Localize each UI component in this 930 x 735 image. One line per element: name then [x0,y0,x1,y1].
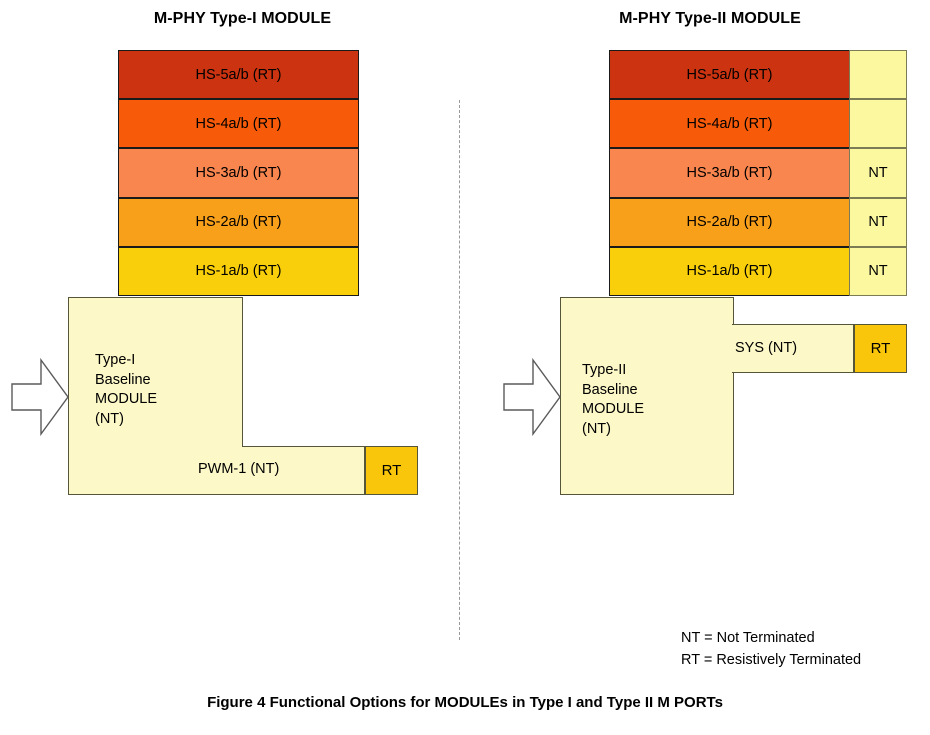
hs-row-label: HS-3a/b (RT) [686,164,773,181]
hs-row-label: HS-2a/b (RT) [195,214,282,231]
left-input-arrow [11,357,69,437]
hs-row-label: HS-5a/b (RT) [195,66,282,83]
hs-row-label: HS-4a/b (RT) [686,115,773,132]
nt-cell-3: NT [849,148,907,198]
hs-row-5: HS-5a/b (RT) [609,50,850,100]
hs-row-5: HS-5a/b (RT) [118,50,359,100]
right-rt-block: RT [854,324,907,373]
nt-cell-1: NT [849,246,907,296]
right-input-arrow [503,357,561,437]
left-baseline-arm [68,446,365,495]
right-baseline-arm [732,324,854,373]
hs-row-2: HS-2a/b (RT) [118,197,359,247]
hs-row-label: HS-1a/b (RT) [686,263,773,280]
hs-row-label: HS-2a/b (RT) [686,214,773,231]
vertical-divider [459,100,460,640]
left-baseline-body [68,297,243,447]
hs-row-1: HS-1a/b (RT) [609,246,850,296]
hs-row-3: HS-3a/b (RT) [609,148,850,198]
hs-row-label: HS-5a/b (RT) [686,66,773,83]
right-module-title: M-PHY Type-II MODULE [619,10,801,27]
hs-row-3: HS-3a/b (RT) [118,148,359,198]
right-baseline-seam [731,325,735,372]
left-baseline-seam [69,445,242,448]
hs-row-label: HS-4a/b (RT) [195,115,282,132]
right-arm-label: SYS (NT) [735,340,798,356]
left-rt-block: RT [365,446,418,495]
nt-cell-5 [849,50,907,100]
legend: NT = Not Terminated RT = Resistively Ter… [681,630,862,668]
hs-row-label: HS-3a/b (RT) [195,164,282,181]
left-module-title: M-PHY Type-I MODULE [153,10,332,27]
right-baseline-label: Type-II Baseline MODULE (NT) [582,362,645,437]
hs-row-1: HS-1a/b (RT) [118,246,359,296]
nt-cell-2: NT [849,197,907,247]
hs-row-4: HS-4a/b (RT) [118,99,359,149]
nt-cell-4 [849,99,907,149]
right-baseline-body [560,297,734,495]
hs-row-4: HS-4a/b (RT) [609,99,850,149]
hs-row-2: HS-2a/b (RT) [609,197,850,247]
left-arm-label: PWM-1 (NT) [198,461,280,477]
figure-caption: Figure 4 Functional Options for MODULEs … [207,694,723,711]
left-baseline-label: Type-I Baseline MODULE (NT) [95,352,158,427]
hs-row-label: HS-1a/b (RT) [195,263,282,280]
